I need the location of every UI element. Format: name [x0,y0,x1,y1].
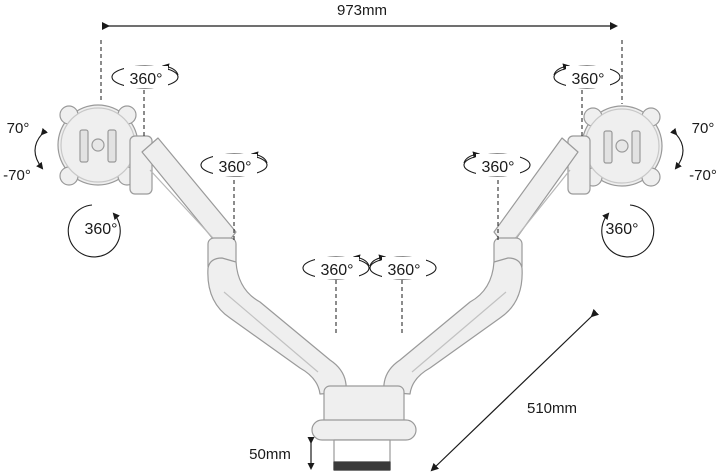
left-vesa-plate [57,104,139,186]
clamp-height-dimension: 50mm [249,437,315,470]
svg-text:360°: 360° [218,159,251,176]
svg-text:360°: 360° [129,71,162,88]
right-upper-arm [493,137,579,251]
rotation-marker-arm-right: 360° [463,151,531,177]
rotation-marker-center-right: 360° [369,254,437,280]
tilt-right-down: -70° [689,167,717,184]
right-vesa-plate [581,105,663,187]
svg-text:360°: 360° [605,221,638,238]
base-plate [311,419,417,441]
svg-text:360°: 360° [481,159,514,176]
tilt-right-up: 70° [692,120,715,137]
screen-rotation-right: 360° [601,204,655,258]
tilt-left-down: -70° [3,167,31,184]
width-label: 973mm [337,2,387,19]
svg-text:360°: 360° [320,262,353,279]
left-tilt-joint [129,135,153,195]
screen-rotation-left: 360° [67,204,121,258]
rotation-marker-center-left: 360° [302,254,370,280]
rotation-marker-top-left: 360° [111,63,179,89]
tilt-indicator-left: 70° -70° [3,120,48,184]
clamp-height-label: 50mm [249,446,291,463]
right-tilt-joint [567,135,591,195]
tilt-indicator-right: 70° -70° [670,120,717,184]
clamp-bottom-bar [333,461,391,471]
svg-text:360°: 360° [387,262,420,279]
svg-text:360°: 360° [84,221,117,238]
monitor-arm-product [57,104,663,471]
rotation-marker-arm-left: 360° [200,151,268,177]
left-upper-arm [141,137,237,251]
left-lower-arm [207,257,347,395]
rotation-marker-top-right: 360° [553,63,621,89]
reach-dimension: 510mm [430,308,600,472]
width-dimension: 973mm [102,2,618,30]
reach-label: 510mm [527,400,577,417]
rotation-axis-lines [100,40,623,334]
svg-text:360°: 360° [571,71,604,88]
tilt-left-up: 70° [7,120,30,137]
